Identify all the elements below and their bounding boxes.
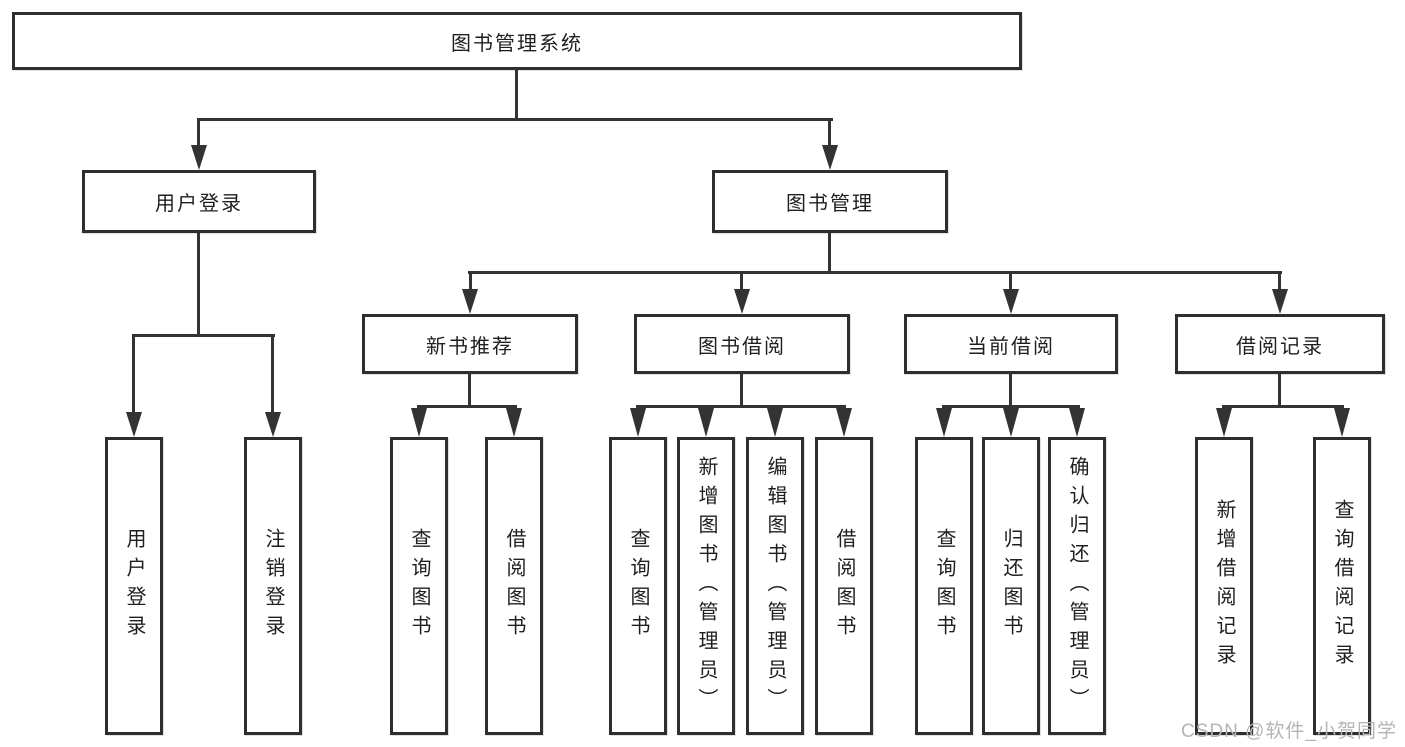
- node-book-borrowing: 图书借阅: [634, 314, 850, 374]
- leaf-bb-add-books-admin: 新增图书（管理员）: [677, 437, 735, 735]
- connector-book-borrowing-crossbar: [636, 405, 846, 408]
- node-borrowing-records: 借阅记录: [1175, 314, 1385, 374]
- arrow-to-leaf-user-login: [126, 412, 142, 437]
- connector-book-borrowing-stem: [740, 372, 743, 407]
- leaf-nbr-borrow-books-label: 借阅图书: [503, 528, 525, 644]
- leaf-cb-confirm-return-admin-label: 确认归还（管理员）: [1066, 455, 1088, 717]
- leaf-bb-edit-books-admin-label: 编辑图书（管理员）: [764, 455, 786, 717]
- connector-user-login-crossbar: [132, 334, 275, 337]
- arrow-to-leaf-bb-borrow-books: [836, 408, 852, 437]
- connector-borrowing-records-drop: [1278, 271, 1281, 291]
- connector-current-borrowing-crossbar: [942, 405, 1080, 408]
- connector-leaf-logout-drop: [271, 334, 274, 412]
- node-book-management: 图书管理: [712, 170, 948, 233]
- arrow-to-leaf-cb-return-books: [1003, 408, 1019, 437]
- leaf-user-login: 用户登录: [105, 437, 163, 735]
- connector-book-management-crossbar: [468, 271, 1282, 274]
- node-root-label: 图书管理系统: [451, 32, 583, 55]
- arrow-to-borrowing-records: [1272, 289, 1288, 314]
- leaf-nbr-borrow-books: 借阅图书: [485, 437, 543, 735]
- leaf-br-add-record: 新增借阅记录: [1195, 437, 1253, 735]
- csdn-watermark: CSDN @软件_小贺同学: [1181, 721, 1397, 742]
- arrow-to-new-book-recommend: [462, 289, 478, 314]
- connector-new-book-recommend-drop: [469, 271, 472, 291]
- leaf-bb-query-books: 查询图书: [609, 437, 667, 735]
- arrow-to-leaf-br-query-record: [1334, 408, 1350, 437]
- leaf-br-query-record-label: 查询借阅记录: [1331, 499, 1353, 673]
- connector-user-login-drop: [197, 118, 200, 147]
- leaf-bb-query-books-label: 查询图书: [627, 528, 649, 644]
- arrow-to-leaf-bb-add-books: [698, 408, 714, 437]
- connector-new-book-recommend-crossbar: [417, 405, 517, 408]
- arrow-to-book-borrowing: [734, 289, 750, 314]
- node-book-management-label: 图书管理: [786, 193, 874, 215]
- connector-book-borrowing-drop: [740, 271, 743, 291]
- arrow-to-book-management: [822, 145, 838, 170]
- connector-leaf-user-login-drop: [132, 334, 135, 412]
- node-current-borrowing-label: 当前借阅: [967, 335, 1055, 358]
- leaf-nbr-query-books-label: 查询图书: [408, 528, 430, 644]
- leaf-bb-edit-books-admin: 编辑图书（管理员）: [746, 437, 804, 735]
- leaf-cb-confirm-return-admin: 确认归还（管理员）: [1048, 437, 1106, 735]
- arrow-to-user-login: [191, 145, 207, 170]
- connector-root-stem: [515, 68, 518, 120]
- leaf-logout: 注销登录: [244, 437, 302, 735]
- arrow-to-leaf-logout: [265, 412, 281, 437]
- connector-borrowing-records-stem: [1278, 372, 1281, 407]
- node-current-borrowing: 当前借阅: [904, 314, 1118, 374]
- leaf-cb-return-books: 归还图书: [982, 437, 1040, 735]
- node-user-login: 用户登录: [82, 170, 316, 233]
- leaf-bb-add-books-admin-label: 新增图书（管理员）: [695, 455, 717, 717]
- node-book-borrowing-label: 图书借阅: [698, 335, 786, 358]
- arrow-to-leaf-bb-edit-books: [767, 408, 783, 437]
- leaf-br-query-record: 查询借阅记录: [1313, 437, 1371, 735]
- arrow-to-leaf-nbr-borrow-books: [506, 408, 522, 437]
- node-root: 图书管理系统: [12, 12, 1022, 70]
- node-user-login-label: 用户登录: [155, 193, 243, 215]
- leaf-br-add-record-label: 新增借阅记录: [1213, 499, 1235, 673]
- leaf-cb-query-books-label: 查询图书: [933, 528, 955, 644]
- connector-borrowing-records-crossbar: [1222, 405, 1344, 408]
- arrow-to-current-borrowing: [1003, 289, 1019, 314]
- connector-current-borrowing-stem: [1009, 372, 1012, 407]
- arrow-to-leaf-cb-confirm-return: [1069, 408, 1085, 437]
- connector-book-management-stem: [828, 233, 831, 273]
- arrow-to-leaf-bb-query-books: [630, 408, 646, 437]
- leaf-cb-query-books: 查询图书: [915, 437, 973, 735]
- arrow-to-leaf-br-add-record: [1216, 408, 1232, 437]
- connector-current-borrowing-drop: [1009, 271, 1012, 291]
- leaf-nbr-query-books: 查询图书: [390, 437, 448, 735]
- connector-new-book-recommend-stem: [468, 372, 471, 407]
- leaf-cb-return-books-label: 归还图书: [1000, 528, 1022, 644]
- node-new-book-recommend: 新书推荐: [362, 314, 578, 374]
- leaf-bb-borrow-books: 借阅图书: [815, 437, 873, 735]
- leaf-logout-label: 注销登录: [262, 528, 284, 644]
- arrow-to-leaf-nbr-query-books: [411, 408, 427, 437]
- node-new-book-recommend-label: 新书推荐: [426, 335, 514, 358]
- node-borrowing-records-label: 借阅记录: [1236, 335, 1324, 358]
- connector-root-crossbar: [197, 118, 833, 121]
- leaf-bb-borrow-books-label: 借阅图书: [833, 528, 855, 644]
- leaf-user-login-label: 用户登录: [123, 528, 145, 644]
- connector-book-management-drop: [828, 118, 831, 147]
- connector-user-login-stem: [197, 233, 200, 336]
- arrow-to-leaf-cb-query-books: [936, 408, 952, 437]
